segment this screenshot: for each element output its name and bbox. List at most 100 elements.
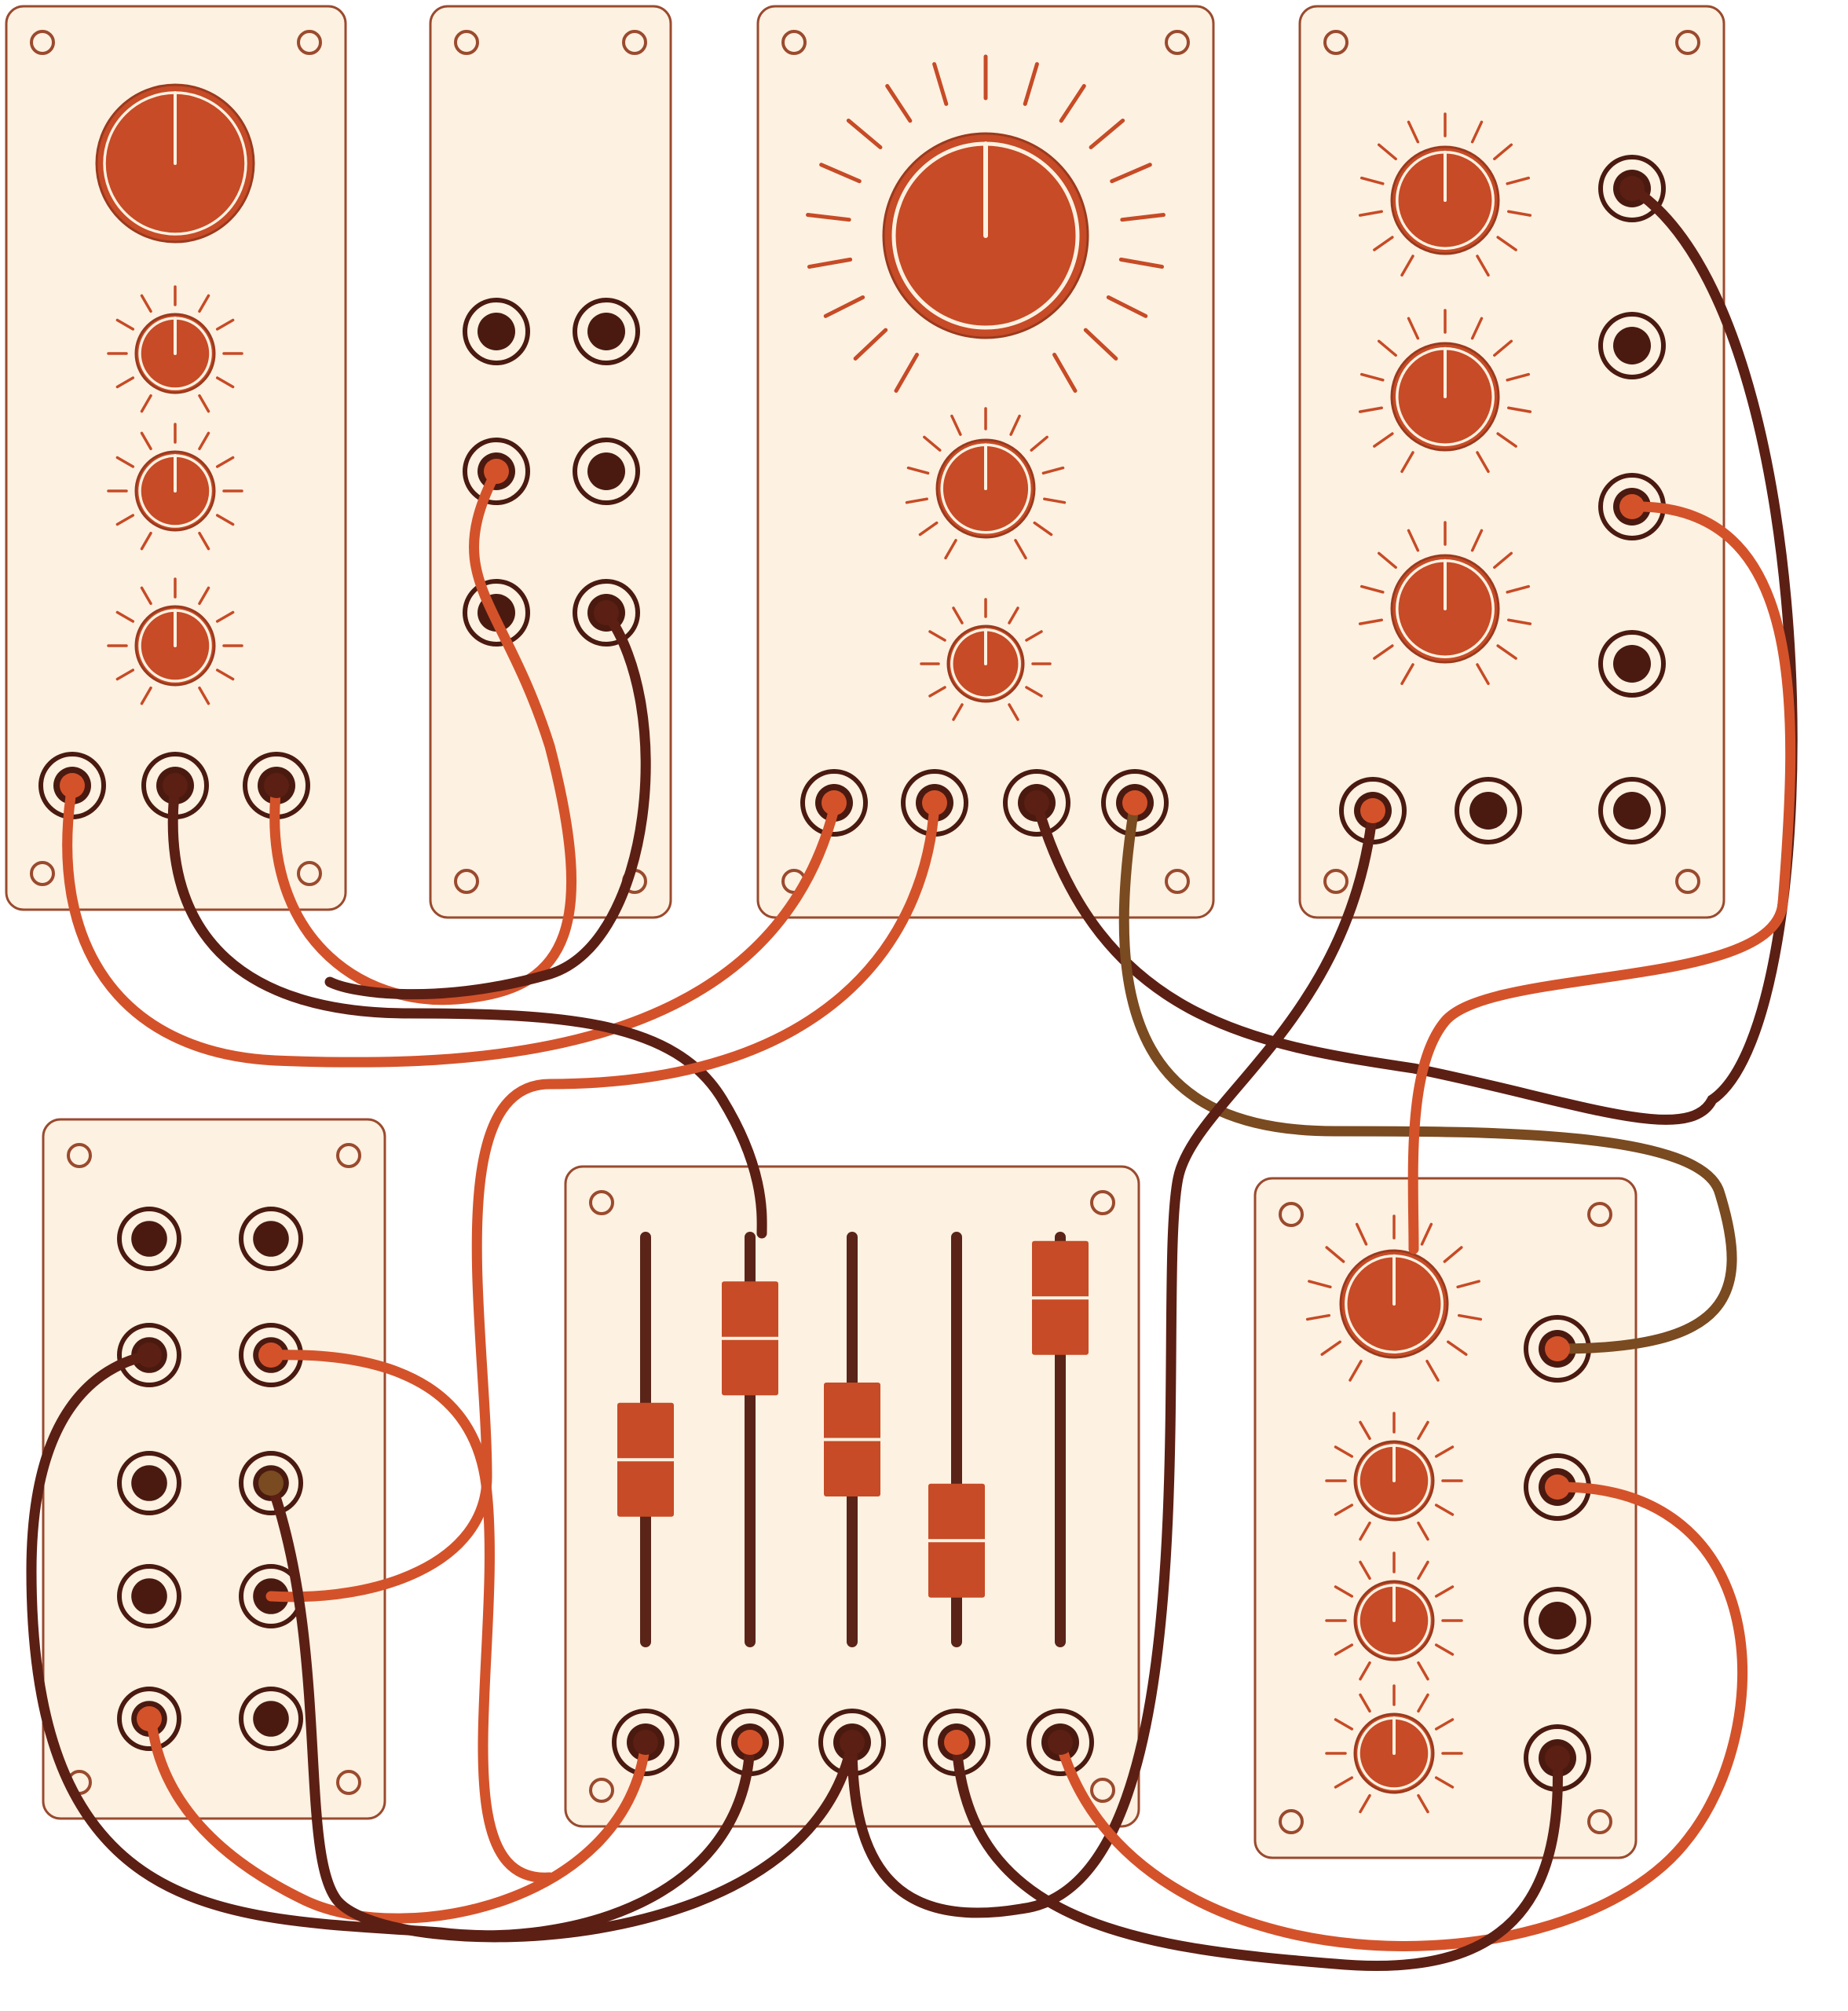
cable-plug[interactable] [944,1730,969,1755]
jack-hole[interactable] [1613,792,1651,830]
cable-plug[interactable] [264,773,289,798]
patch-cable[interactable] [324,607,651,1000]
cable-plug[interactable] [1545,1336,1570,1361]
jack[interactable] [239,1207,303,1271]
cable-plug[interactable] [594,600,619,625]
cable-plug[interactable] [1122,790,1147,815]
patch-cable[interactable] [26,1350,756,1941]
jack[interactable] [1598,312,1666,379]
knob-tick [1470,529,1484,552]
cable-plug[interactable] [60,773,85,798]
jack[interactable] [117,1564,181,1628]
jack-hole[interactable] [478,313,515,350]
screw-icon [336,1143,361,1168]
knob-tick [1377,143,1397,161]
jack[interactable] [117,1207,181,1271]
knob[interactable] [920,598,1052,721]
knob-tick [1359,1521,1371,1541]
knob[interactable] [905,407,1067,560]
knob[interactable] [806,54,1166,393]
cable-plug[interactable] [484,459,509,484]
slider-fader[interactable] [928,1232,985,1647]
patch-cable[interactable] [1118,797,1737,1354]
knob-tick [1507,618,1532,625]
jack-hole[interactable] [587,313,625,350]
jack-hole[interactable] [1539,1602,1576,1639]
jack[interactable] [1455,777,1522,844]
jack[interactable] [1598,777,1666,844]
cable-plug[interactable] [737,1730,763,1755]
cable-plug[interactable] [633,1730,658,1755]
cable-plug[interactable] [137,1706,162,1731]
slider-fader[interactable] [824,1232,880,1647]
jack[interactable] [1524,1587,1591,1654]
jack-hole[interactable] [131,1578,167,1614]
patch-cable[interactable] [1407,501,1796,1255]
knob-tick [198,686,210,705]
knob[interactable] [107,285,243,413]
knob[interactable] [1325,1412,1463,1541]
patch-cable[interactable] [951,1737,1563,1972]
screw-icon [589,1778,614,1803]
patch-cable[interactable] [62,780,840,1068]
knob[interactable] [107,423,243,551]
cable-plug[interactable] [1545,1474,1570,1500]
patch-cable[interactable] [265,1478,858,1943]
knob[interactable] [1358,521,1532,686]
cable-plug[interactable] [258,1471,284,1496]
cable-plug[interactable] [1024,790,1049,815]
cable-plug[interactable] [822,790,847,815]
knob-tick [1359,1420,1371,1441]
jack[interactable] [573,298,640,365]
cable-plug[interactable] [137,1342,162,1368]
knob[interactable] [1358,309,1532,474]
jack-hole[interactable] [253,1221,289,1257]
jack-hole[interactable] [1613,327,1651,364]
knob-tick [1373,644,1394,660]
cable-plug[interactable] [1619,494,1645,519]
cable-plug[interactable] [258,1342,284,1368]
knob[interactable] [107,577,243,705]
knob[interactable] [1358,112,1532,277]
jack-hole[interactable] [587,452,625,490]
knob-tick [923,435,942,452]
patch-cable[interactable] [265,1350,555,1883]
patch-cable[interactable] [269,466,577,1006]
cable-plug[interactable] [1545,1745,1570,1771]
jack-hole[interactable] [131,1465,167,1501]
cable-plug[interactable] [1048,1730,1073,1755]
knob[interactable] [95,83,255,244]
jack-hole[interactable] [253,1701,289,1737]
module-panel-mult [429,5,672,919]
jack[interactable] [117,1451,181,1515]
slider-fader[interactable] [617,1232,674,1647]
patch-cable[interactable] [1031,183,1798,1125]
patch-cable[interactable] [265,797,940,1603]
patch-cable[interactable] [167,780,767,1239]
cable-plug[interactable] [163,773,188,798]
knob[interactable] [1305,1214,1483,1382]
cable-plug[interactable] [922,790,947,815]
knob-tick [1407,120,1420,144]
patch-cable[interactable] [1055,1482,1748,1951]
slider-fader[interactable] [722,1232,778,1647]
jack[interactable] [463,298,530,365]
jack-hole[interactable] [131,1221,167,1257]
knob-tick [1334,1718,1354,1731]
jack[interactable] [1598,630,1666,698]
jack-hole[interactable] [1613,645,1651,683]
knob-tick [1334,1445,1354,1458]
knob[interactable] [1325,1684,1463,1814]
patch-cable[interactable] [144,1713,651,1924]
knob[interactable] [1325,1551,1463,1681]
cable-plug[interactable] [1619,176,1645,201]
knob-tick [1358,618,1383,625]
screw-icon [1323,869,1348,894]
jack[interactable] [573,438,640,505]
slider-fader[interactable] [1032,1232,1089,1647]
cable-plug[interactable] [840,1730,865,1755]
patch-cable[interactable] [847,805,1378,1918]
jack[interactable] [239,1687,303,1751]
cable-plug[interactable] [1360,798,1385,823]
jack-hole[interactable] [1469,792,1507,830]
